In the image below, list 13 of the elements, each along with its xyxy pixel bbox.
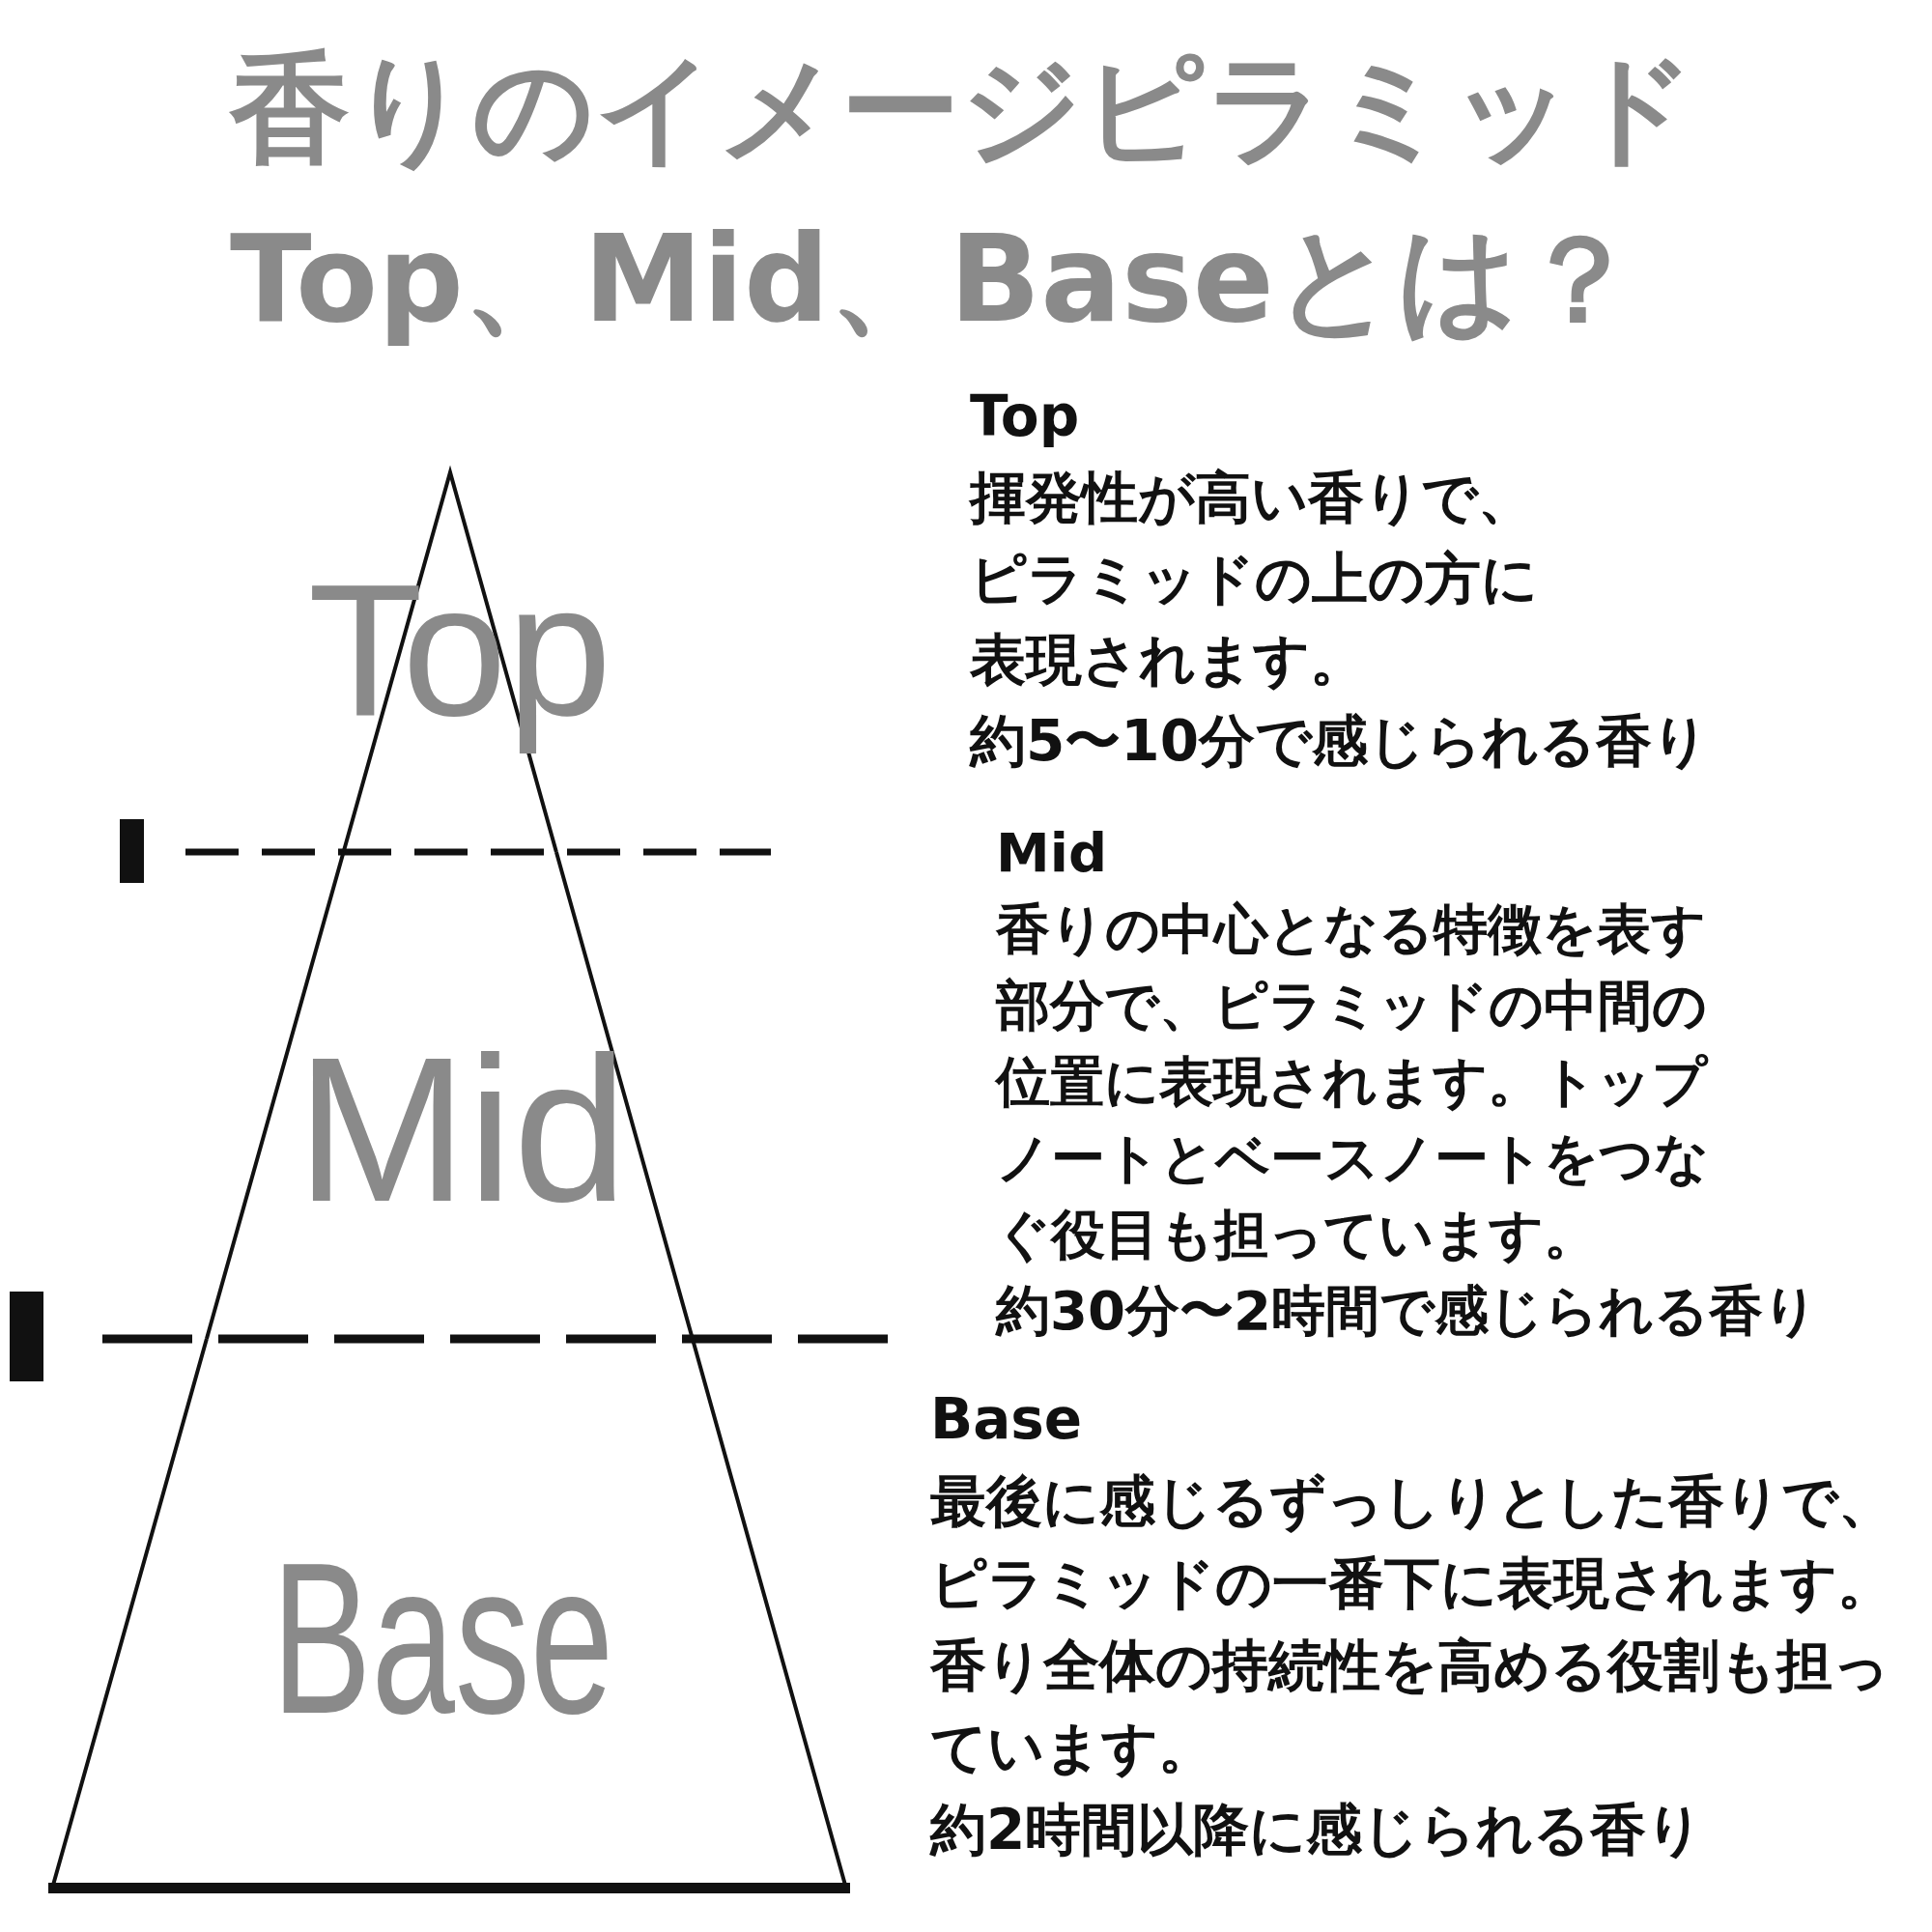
section-heading: Top: [970, 383, 1080, 451]
title: 香りのイメージピラミッドTop、Mid、Baseとは？: [230, 38, 1697, 352]
description-text: 香りの中心となる特徴を表す部分で、ピラミッドの中間の位置に表現されます。トップノートとベースノートをつなぐ役目も担っています。: [996, 896, 1710, 1267]
tier-label: Mid: [296, 1013, 628, 1247]
duration-text: 約5〜10分で感じられる香り: [970, 707, 1710, 776]
tier-label: Base: [270, 1517, 614, 1760]
section-heading: Base: [930, 1385, 1083, 1454]
duration-text: 約30分〜2時間で感じられる香り: [996, 1278, 1818, 1344]
duration-text: 約2時間以降に感じられる香り: [930, 1796, 1704, 1864]
description-text: 揮発性が高い香りで、ピラミッドの上の方に表現されます。: [970, 464, 1539, 695]
description-text: 最後に感じるずっしりとした香りで、ピラミッドの一番下に表現されます。香り全体の持続性を高める役割も担っています。: [930, 1467, 1895, 1782]
section-heading: Mid: [996, 820, 1107, 886]
pyramid-section: [205, 852, 694, 1339]
